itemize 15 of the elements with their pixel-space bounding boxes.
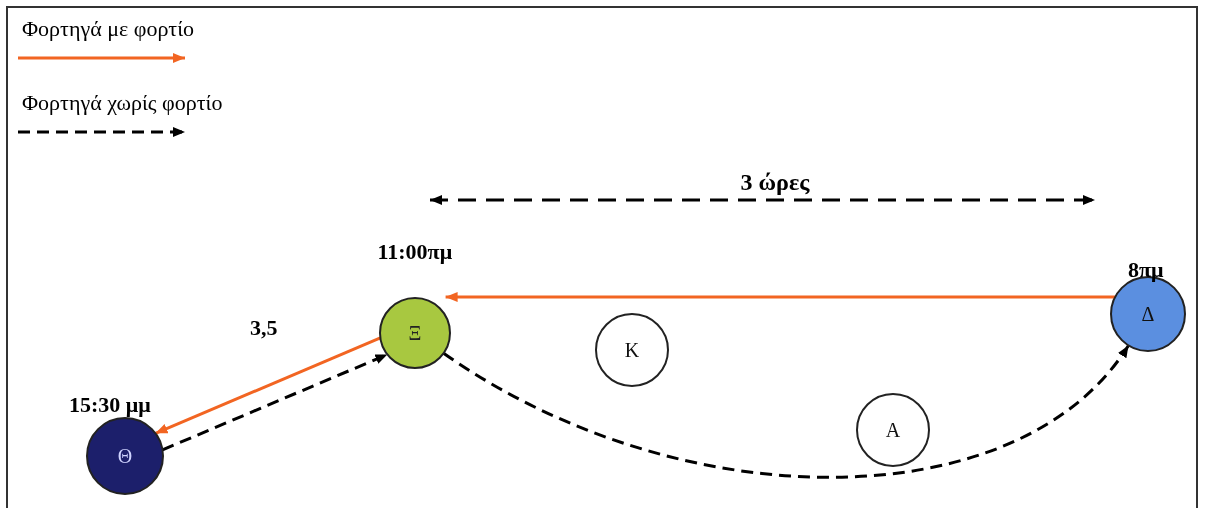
location-circle — [86, 417, 164, 495]
location-circle — [595, 313, 669, 387]
legend-label: Φορτηγά με φορτίο — [22, 18, 195, 40]
duration-label: 3 ώρες — [740, 170, 810, 194]
time-label: 15:30 μμ — [69, 394, 151, 416]
node-label: Δ — [1141, 304, 1155, 324]
node-label: Θ — [117, 446, 133, 466]
legend-label: Φορτηγά χωρίς φορτίο — [22, 92, 223, 114]
time-label: 8πμ — [1128, 259, 1164, 281]
node-label: Ξ — [408, 323, 422, 343]
location-circle — [856, 393, 930, 467]
node-label: Κ — [624, 340, 640, 360]
location-circle — [379, 297, 451, 369]
time-label: 11:00πμ — [377, 241, 453, 263]
node-label: Α — [885, 420, 901, 440]
